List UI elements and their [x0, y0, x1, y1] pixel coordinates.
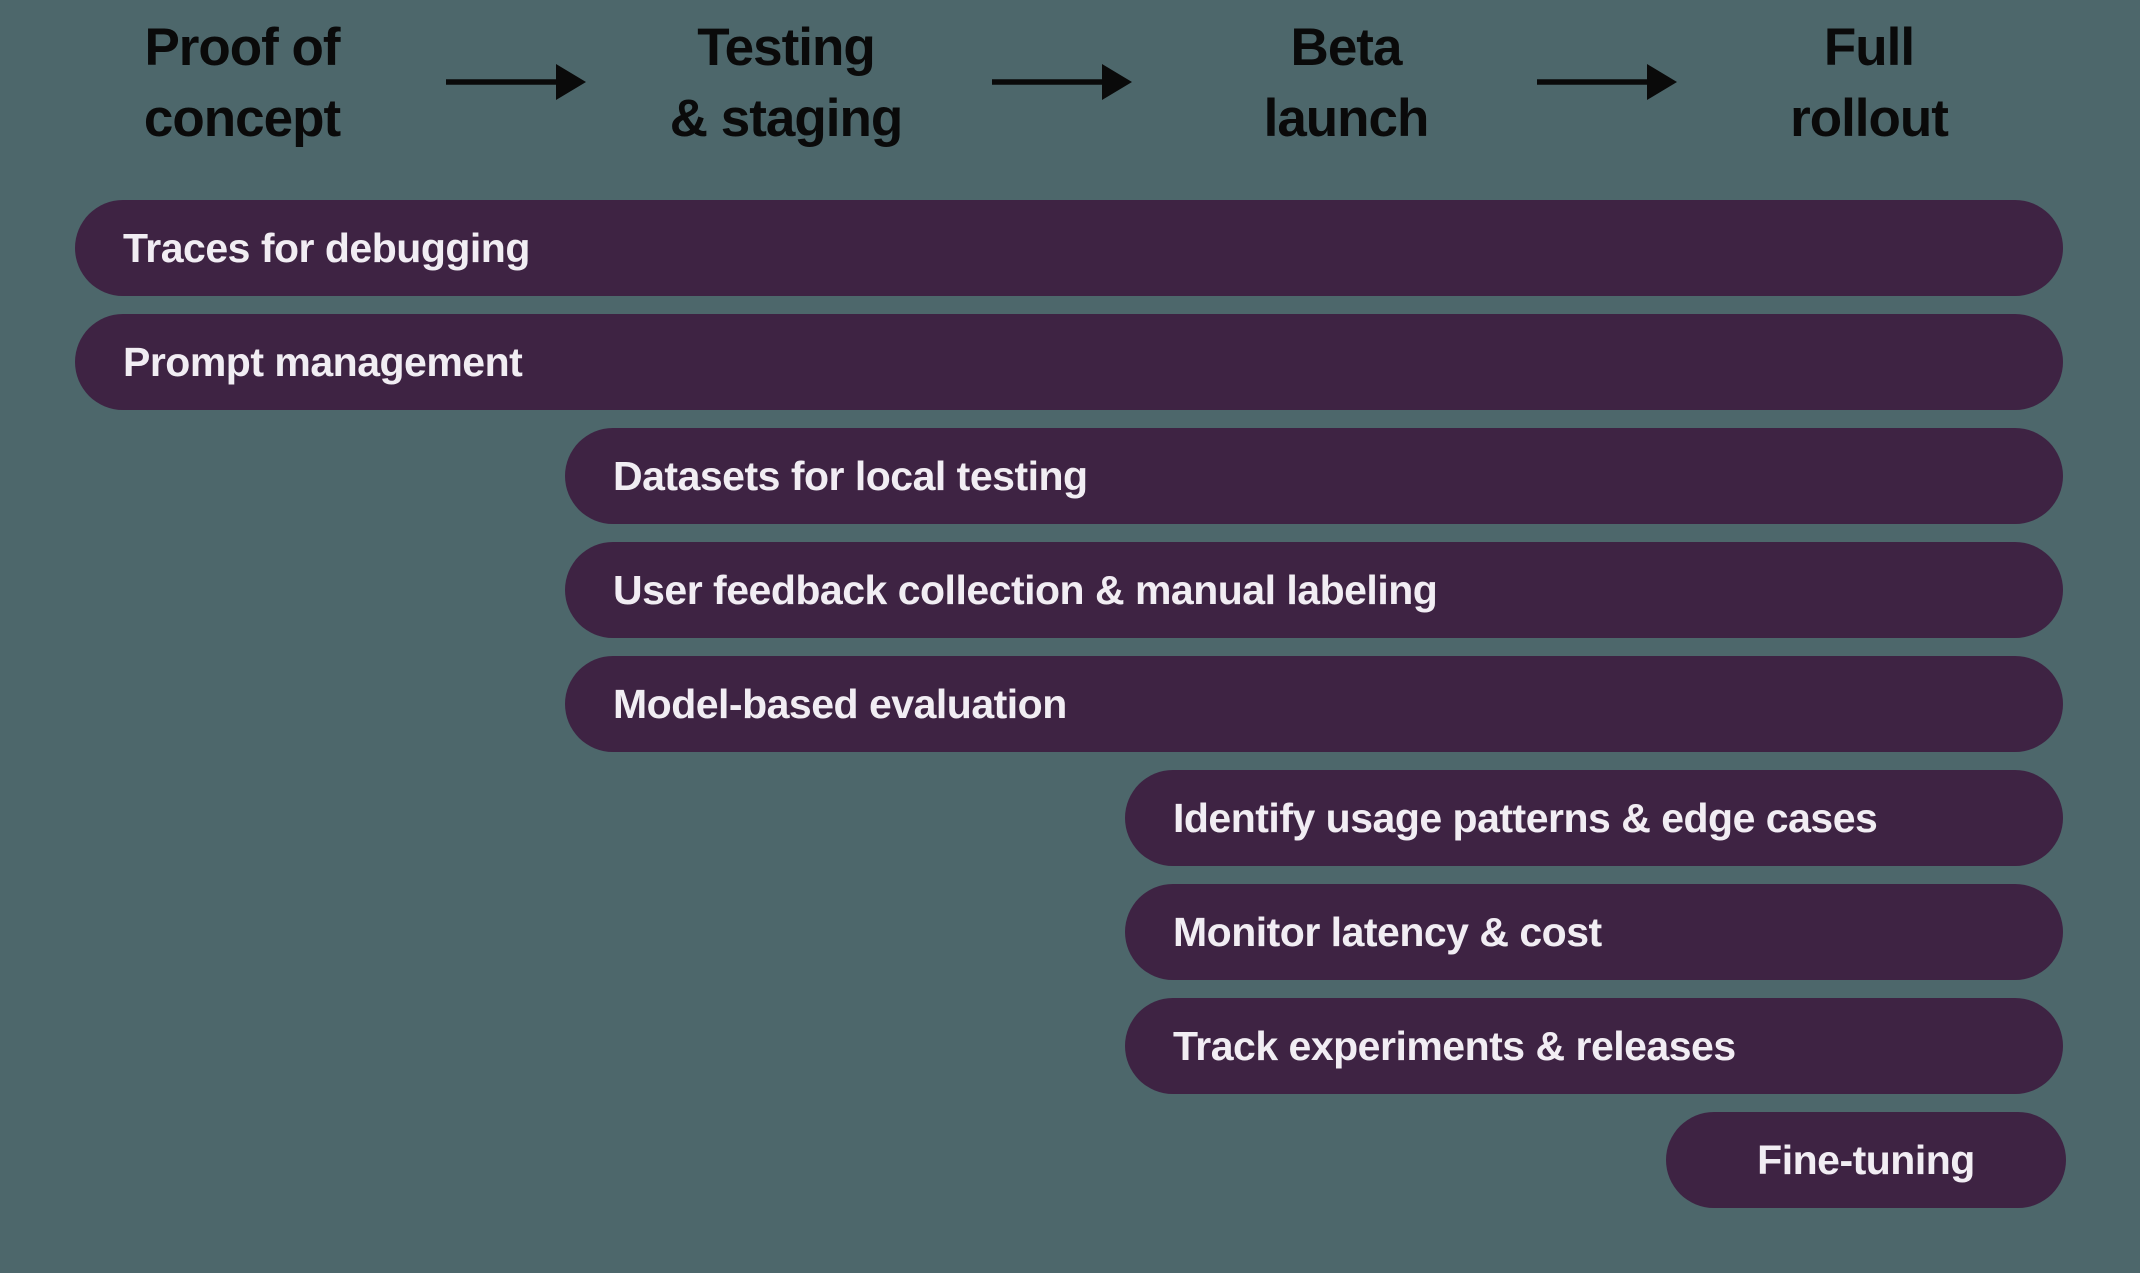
bar-label: Prompt management [123, 338, 523, 385]
bar-datasets-for-local-testing: Datasets for local testing [565, 428, 2063, 524]
stage-label-testing-staging: Testing & staging [566, 12, 1006, 154]
bar-user-feedback-collection: User feedback collection & manual labeli… [565, 542, 2063, 638]
stage-label-line: Proof of [144, 18, 340, 77]
bar-track-experiments-releases: Track experiments & releases [1125, 998, 2063, 1094]
bar-traces-for-debugging: Traces for debugging [75, 200, 2063, 296]
bar-label: Monitor latency & cost [1173, 908, 1602, 955]
bar-label: Track experiments & releases [1173, 1022, 1736, 1069]
stage-label-full-rollout: Full rollout [1649, 12, 2089, 154]
bar-label: User feedback collection & manual labeli… [613, 566, 1438, 613]
bar-model-based-evaluation: Model-based evaluation [565, 656, 2063, 752]
stage-label-line: & staging [669, 89, 903, 148]
bar-label: Traces for debugging [123, 224, 530, 271]
right-arrow-icon [992, 64, 1132, 100]
stage-label-line: Full [1823, 18, 1915, 77]
stage-label-beta-launch: Beta launch [1126, 12, 1566, 154]
right-arrow-icon [1537, 64, 1677, 100]
bar-label: Model-based evaluation [613, 680, 1067, 727]
bar-label: Datasets for local testing [613, 452, 1088, 499]
bar-fine-tuning: Fine-tuning [1666, 1112, 2066, 1208]
stage-label-proof-of-concept: Proof of concept [22, 12, 462, 154]
stage-label-line: Beta [1290, 18, 1403, 77]
stage-label-line: rollout [1790, 89, 1949, 148]
bar-monitor-latency-cost: Monitor latency & cost [1125, 884, 2063, 980]
stage-label-line: concept [143, 89, 341, 148]
bar-prompt-management: Prompt management [75, 314, 2063, 410]
bar-label: Fine-tuning [1757, 1136, 1975, 1183]
bar-label: Identify usage patterns & edge cases [1173, 794, 1878, 841]
stage-label-line: launch [1263, 89, 1430, 148]
bar-identify-usage-patterns: Identify usage patterns & edge cases [1125, 770, 2063, 866]
stage-label-line: Testing [697, 18, 876, 77]
right-arrow-icon [446, 64, 586, 100]
